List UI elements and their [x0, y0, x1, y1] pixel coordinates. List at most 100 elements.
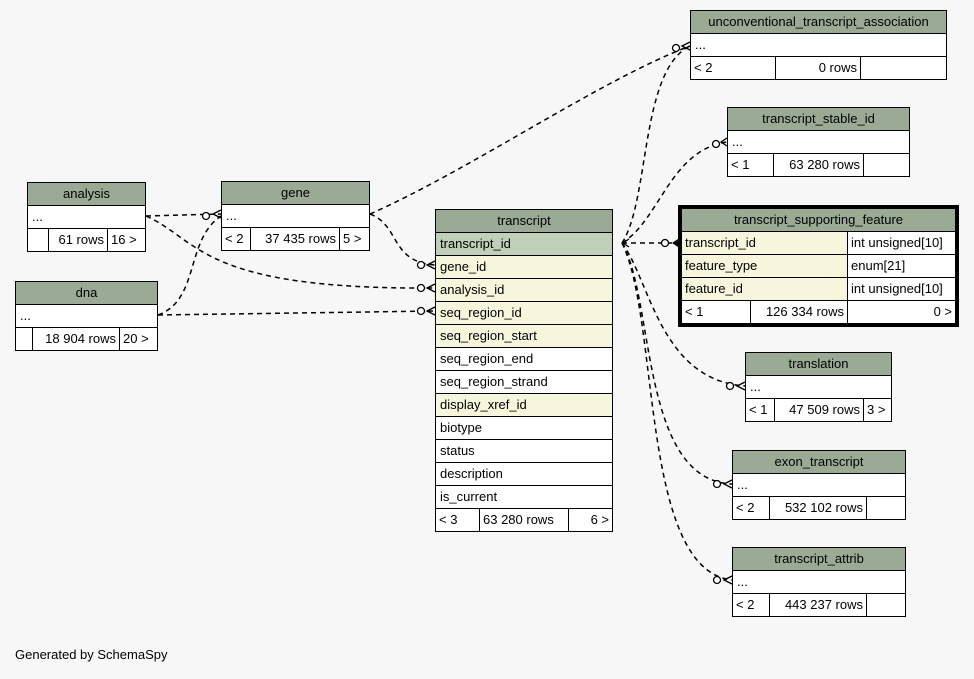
- table-header: analysis: [28, 183, 145, 206]
- table-row: transcript_id int unsigned[10]: [682, 232, 955, 255]
- column-seq-region-start: seq_region_start: [436, 325, 612, 348]
- parents-count: < 2: [222, 228, 251, 250]
- table-header: transcript_attrib: [733, 548, 905, 571]
- table-header: exon_transcript: [733, 451, 905, 474]
- parents-count: < 1: [746, 399, 775, 421]
- table-footer: 61 rows 16 >: [28, 229, 145, 251]
- column-name: feature_type: [682, 255, 848, 277]
- column-name: transcript_id: [682, 232, 848, 254]
- column-is-current: is_current: [436, 486, 612, 509]
- edge-analysis-gene: [145, 213, 222, 217]
- column-type: enum[21]: [848, 255, 955, 277]
- parents-count: < 1: [682, 301, 751, 323]
- column-type: int unsigned[10]: [848, 232, 955, 254]
- table-transcript[interactable]: transcript transcript_id gene_id analysi…: [435, 209, 613, 532]
- table-header: gene: [222, 182, 369, 205]
- table-header: translation: [746, 353, 891, 376]
- children-count: [867, 497, 905, 519]
- children-count: [867, 594, 905, 616]
- edge-analysis-transcript: [145, 215, 436, 289]
- table-row: ...: [746, 376, 891, 399]
- table-row: ...: [691, 34, 946, 57]
- children-count: [864, 154, 909, 176]
- column-seq-region-strand: seq_region_strand: [436, 371, 612, 394]
- table-transcript-attrib[interactable]: transcript_attrib ... < 2 443 237 rows: [732, 547, 906, 617]
- table-unconventional-transcript-association[interactable]: unconventional_transcript_association ..…: [690, 10, 947, 80]
- parents-count: < 1: [728, 154, 774, 176]
- table-footer: < 1 63 280 rows: [728, 154, 909, 176]
- table-footer: < 2 37 435 rows 5 >: [222, 228, 369, 250]
- column-gene-id: gene_id: [436, 256, 612, 279]
- table-footer: 18 904 rows 20 >: [16, 328, 157, 350]
- edge-dna-transcript: [157, 310, 436, 316]
- row-count: 63 280 rows: [774, 154, 864, 176]
- parents-count: [28, 229, 49, 251]
- row-count: 18 904 rows: [33, 328, 120, 350]
- table-footer: < 3 63 280 rows 6 >: [436, 509, 612, 531]
- edge-transcript-uta: [621, 45, 691, 244]
- table-header: transcript: [436, 210, 612, 233]
- table-footer: < 1 47 509 rows 3 >: [746, 399, 891, 421]
- table-dna[interactable]: dna ... 18 904 rows 20 >: [15, 281, 158, 351]
- edge-gene-transcript: [369, 213, 436, 266]
- row-count: 47 509 rows: [775, 399, 864, 421]
- column-description: description: [436, 463, 612, 486]
- row-count: 63 280 rows: [480, 509, 569, 531]
- table-row: ...: [733, 571, 905, 594]
- table-row: ...: [733, 474, 905, 497]
- table-row: ...: [728, 131, 909, 154]
- edge-dna-gene: [157, 215, 222, 316]
- table-row: ...: [28, 206, 145, 229]
- table-header: transcript_supporting_feature: [682, 209, 955, 232]
- row-count: 532 102 rows: [770, 497, 867, 519]
- column-display-xref-id: display_xref_id: [436, 394, 612, 417]
- table-row: feature_type enum[21]: [682, 255, 955, 278]
- generated-by-label: Generated by SchemaSpy: [15, 647, 168, 662]
- table-analysis[interactable]: analysis ... 61 rows 16 >: [27, 182, 146, 252]
- edge-transcript-attrib: [621, 242, 733, 581]
- column-status: status: [436, 440, 612, 463]
- parents-count: < 2: [733, 497, 770, 519]
- table-row: ...: [222, 205, 369, 228]
- table-exon-transcript[interactable]: exon_transcript ... < 2 532 102 rows: [732, 450, 906, 520]
- table-footer: < 2 0 rows: [691, 57, 946, 79]
- column-transcript-id: transcript_id: [436, 233, 612, 256]
- table-footer: < 1 126 334 rows 0 >: [682, 301, 955, 323]
- table-translation[interactable]: translation ... < 1 47 509 rows 3 >: [745, 352, 892, 422]
- children-count: 5 >: [343, 231, 362, 246]
- row-count: 61 rows: [49, 229, 108, 251]
- parents-count: < 2: [733, 594, 770, 616]
- table-header: transcript_stable_id: [728, 108, 909, 131]
- table-transcript-stable-id[interactable]: transcript_stable_id ... < 1 63 280 rows: [727, 107, 910, 177]
- column-analysis-id: analysis_id: [436, 279, 612, 302]
- parents-count: < 2: [691, 57, 776, 79]
- table-row: ...: [16, 305, 157, 328]
- table-row: feature_id int unsigned[10]: [682, 278, 955, 301]
- column-name: feature_id: [682, 278, 848, 300]
- column-biotype: biotype: [436, 417, 612, 440]
- parents-count: [16, 328, 33, 350]
- children-count: 0 >: [933, 304, 952, 319]
- row-count: 126 334 rows: [751, 301, 848, 323]
- row-count: 37 435 rows: [251, 228, 340, 250]
- children-count: [861, 57, 946, 79]
- children-count: 20 >: [123, 331, 149, 346]
- row-count: 0 rows: [776, 57, 861, 79]
- table-gene[interactable]: gene ... < 2 37 435 rows 5 >: [221, 181, 370, 251]
- table-header: unconventional_transcript_association: [691, 11, 946, 34]
- edge-gene-uta: [369, 45, 691, 215]
- table-transcript-supporting-feature[interactable]: transcript_supporting_feature transcript…: [678, 205, 959, 327]
- table-header: dna: [16, 282, 157, 305]
- children-count: 16 >: [111, 232, 137, 247]
- column-type: int unsigned[10]: [848, 278, 955, 300]
- table-footer: < 2 443 237 rows: [733, 594, 905, 616]
- row-count: 443 237 rows: [770, 594, 867, 616]
- column-seq-region-end: seq_region_end: [436, 348, 612, 371]
- table-footer: < 2 532 102 rows: [733, 497, 905, 519]
- edge-transcript-exon: [621, 242, 733, 485]
- children-count: 6 >: [590, 512, 609, 527]
- edge-transcript-tsi: [621, 141, 728, 244]
- parents-count: < 3: [436, 509, 480, 531]
- edge-transcript-translation: [621, 242, 746, 387]
